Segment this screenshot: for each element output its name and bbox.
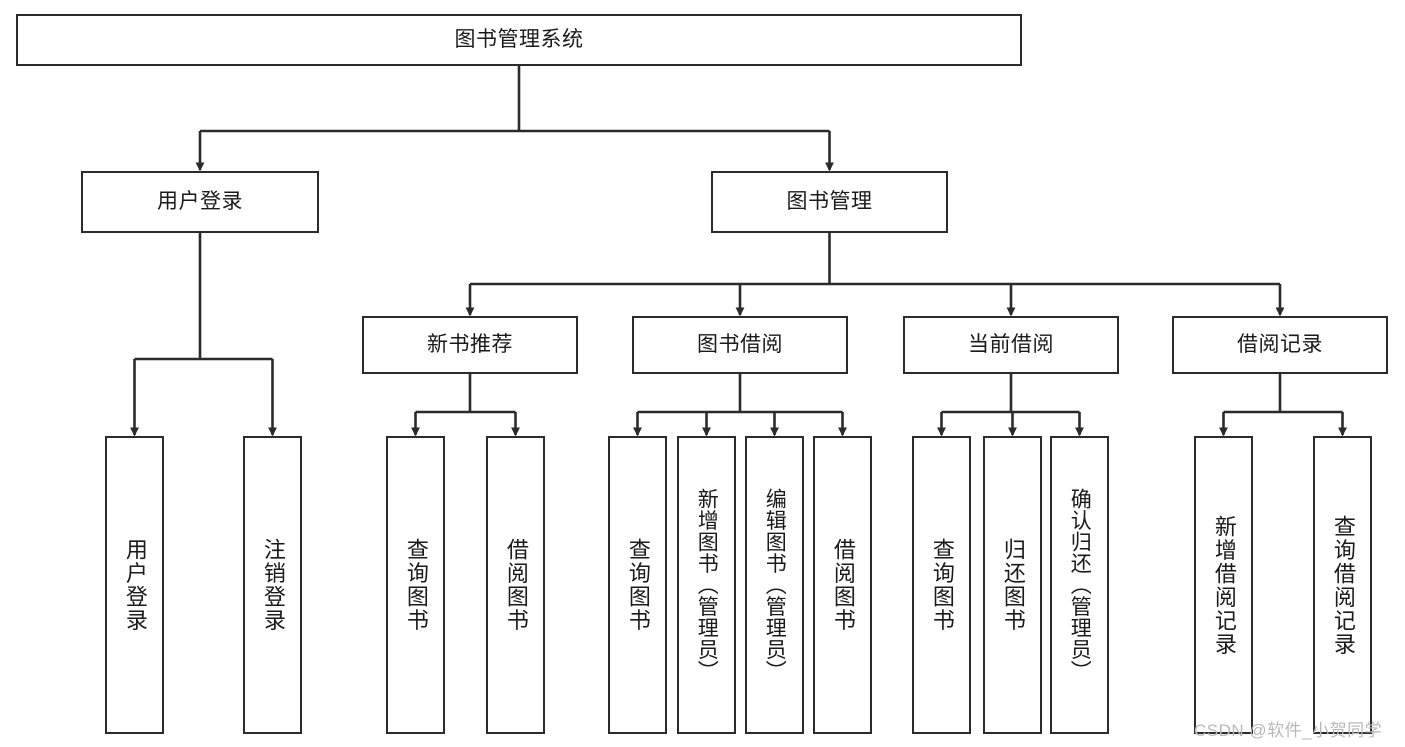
node-label: 注销登录 xyxy=(260,538,286,632)
node-leaf-query-book-1[interactable]: 查询图书 xyxy=(386,436,445,734)
node-leaf-borrow-book-1[interactable]: 借阅图书 xyxy=(486,436,545,734)
node-label: 新书推荐 xyxy=(427,332,513,356)
node-label: 用户登录 xyxy=(122,538,148,632)
node-leaf-confirm-return-admin[interactable]: 确认归还（管理员） xyxy=(1050,436,1109,734)
node-leaf-query-book-3[interactable]: 查询图书 xyxy=(912,436,971,734)
node-leaf-query-borrow-record[interactable]: 查询借阅记录 xyxy=(1313,436,1372,734)
node-label: 查询借阅记录 xyxy=(1330,514,1356,656)
node-leaf-edit-book-admin[interactable]: 编辑图书（管理员） xyxy=(745,436,804,734)
node-user-login[interactable]: 用户登录 xyxy=(81,171,319,233)
node-label: 图书借阅 xyxy=(697,332,783,356)
node-current-borrow[interactable]: 当前借阅 xyxy=(903,316,1119,374)
node-label: 图书管理系统 xyxy=(454,27,584,51)
node-label: 借阅记录 xyxy=(1237,332,1323,356)
node-label: 当前借阅 xyxy=(968,332,1054,356)
node-root[interactable]: 图书管理系统 xyxy=(16,14,1022,66)
node-leaf-borrow-book-2[interactable]: 借阅图书 xyxy=(813,436,872,734)
node-label: 新增借阅记录 xyxy=(1211,514,1237,656)
csdn-watermark: CSDN @软件_小贺同学 xyxy=(1194,721,1383,740)
node-label: 新增图书（管理员） xyxy=(695,488,719,682)
node-label: 查询图书 xyxy=(403,538,429,632)
node-label: 查询图书 xyxy=(625,538,651,632)
node-label: 用户登录 xyxy=(157,189,243,213)
node-label: 图书管理 xyxy=(786,189,873,213)
node-leaf-add-book-admin[interactable]: 新增图书（管理员） xyxy=(677,436,736,734)
node-borrow-record[interactable]: 借阅记录 xyxy=(1172,316,1388,374)
node-label: 查询图书 xyxy=(929,538,955,632)
node-leaf-return-book[interactable]: 归还图书 xyxy=(983,436,1042,734)
node-book-manage[interactable]: 图书管理 xyxy=(711,171,948,233)
node-label: 借阅图书 xyxy=(830,538,856,632)
node-label: 编辑图书（管理员） xyxy=(763,488,787,682)
node-leaf-logout[interactable]: 注销登录 xyxy=(243,436,302,734)
node-label: 确认归还（管理员） xyxy=(1068,488,1092,682)
node-book-borrow[interactable]: 图书借阅 xyxy=(632,316,848,374)
node-leaf-query-book-2[interactable]: 查询图书 xyxy=(608,436,667,734)
node-leaf-add-borrow-record[interactable]: 新增借阅记录 xyxy=(1194,436,1253,734)
node-leaf-user-login[interactable]: 用户登录 xyxy=(105,436,164,734)
node-label: 借阅图书 xyxy=(503,538,529,632)
node-label: 归还图书 xyxy=(1000,538,1026,632)
node-new-book-recommend[interactable]: 新书推荐 xyxy=(362,316,578,374)
